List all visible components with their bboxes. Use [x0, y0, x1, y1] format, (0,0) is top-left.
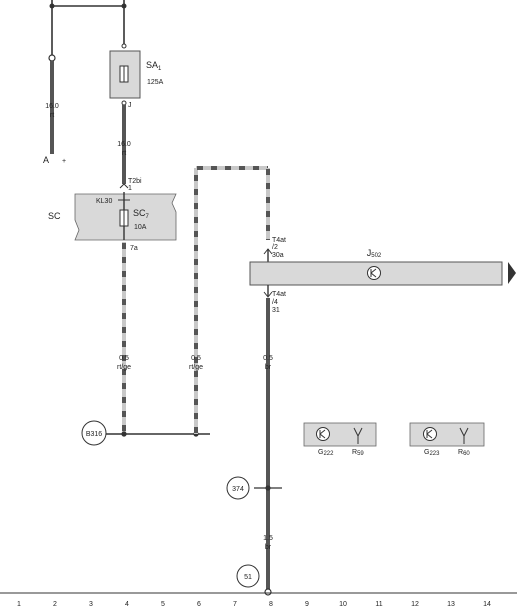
sensor-g222-box: [303, 422, 377, 447]
ground-point-b316-label: B316: [86, 431, 102, 438]
scale-number: 4: [125, 601, 129, 608]
battery-terminal-label: A: [43, 155, 49, 165]
fuse-sa1-rating: 125A: [147, 79, 164, 86]
g222-sensor-icon: [316, 427, 330, 441]
scale-number: 14: [483, 601, 491, 608]
fuse-sa1-pin: J: [128, 102, 132, 109]
fuse-sa1-name: SA1: [146, 60, 162, 72]
sensor-g222-label: G222: [318, 449, 334, 457]
r60-antenna-icon: [459, 427, 469, 444]
wire2-color: rt/ge: [189, 364, 203, 371]
battery-wire-color: rt: [50, 112, 54, 119]
battery-wire-size: 16.0: [45, 103, 59, 110]
terminal-open-circle: [48, 54, 56, 62]
fuse-sc7-rating: 10A: [134, 224, 147, 231]
ground-point-51-label: 51: [244, 574, 252, 581]
antenna-r60-label: R60: [458, 449, 470, 457]
sc-connector-arrow-icon: [119, 183, 129, 189]
j502-top-pin: /2: [272, 244, 278, 251]
j502-top-terminal: 30a: [272, 252, 284, 259]
scale-number: 7: [233, 601, 237, 608]
antenna-r59-label: R59: [352, 449, 364, 457]
scale-number: 6: [197, 601, 201, 608]
wire2-size: 0.5: [191, 355, 201, 362]
ground-point-51: [236, 564, 260, 588]
ground-terminal-circle: [264, 588, 272, 596]
fuse-sc7-name: SC7: [133, 208, 150, 220]
scale-number: 1: [17, 601, 21, 608]
module-j502-name: J502: [367, 248, 382, 259]
sc-out-pin: 7a: [130, 245, 138, 252]
battery-plus-sign: +: [62, 158, 66, 165]
module-continue-arrow-icon: [508, 262, 516, 284]
wire4-color: br: [265, 544, 272, 551]
sc-kl30-label: KL30: [96, 198, 112, 205]
wire1-color: rt/ge: [117, 364, 131, 371]
j502-bottom-connector: T4at: [272, 291, 286, 298]
junction-dot: [121, 431, 127, 437]
scale-number: 2: [53, 601, 57, 608]
ground-point-374: [226, 476, 250, 500]
ground-point-374-label: 374: [232, 486, 244, 493]
scale-number: 9: [305, 601, 309, 608]
scale-number: 3: [89, 601, 93, 608]
g223-sensor-icon: [423, 427, 437, 441]
junction-dot: [265, 485, 271, 491]
scale-number: 11: [375, 601, 382, 608]
r59-antenna-icon: [353, 427, 363, 444]
wire4-size: 1.5: [263, 535, 273, 542]
j502-bottom-arrow-icon: [263, 291, 273, 298]
sa1-wire-color: rt: [122, 150, 126, 157]
sa1-wire-size: 16.0: [117, 141, 131, 148]
scale-number: 8: [269, 601, 273, 608]
wire3-size: 0.5: [263, 355, 273, 362]
sc-label: SC: [48, 211, 61, 221]
j502-bottom-pin: /4: [272, 299, 278, 306]
j502-bottom-terminal: 31: [272, 307, 280, 314]
wire3-color: br: [265, 364, 272, 371]
scale-number: 10: [339, 601, 347, 608]
sc-connector-pin: 1: [128, 185, 132, 192]
j502-sensor-icon: [367, 266, 381, 280]
wire1-size: 0.5: [119, 355, 129, 362]
scale-number: 5: [161, 601, 165, 608]
sa1-top-pin: [121, 43, 127, 49]
ground-point-b316: [81, 420, 107, 446]
sensor-g223-label: G223: [424, 449, 440, 457]
fuse-sa1-box: [109, 50, 141, 99]
sa1-bottom-pin: [121, 100, 127, 106]
sensor-g223-box: [409, 422, 485, 447]
sc-connector-label: T2bi: [128, 178, 142, 185]
scale-number: 12: [411, 601, 419, 608]
scale-number: 13: [447, 601, 455, 608]
j502-top-connector: T4at: [272, 237, 286, 244]
